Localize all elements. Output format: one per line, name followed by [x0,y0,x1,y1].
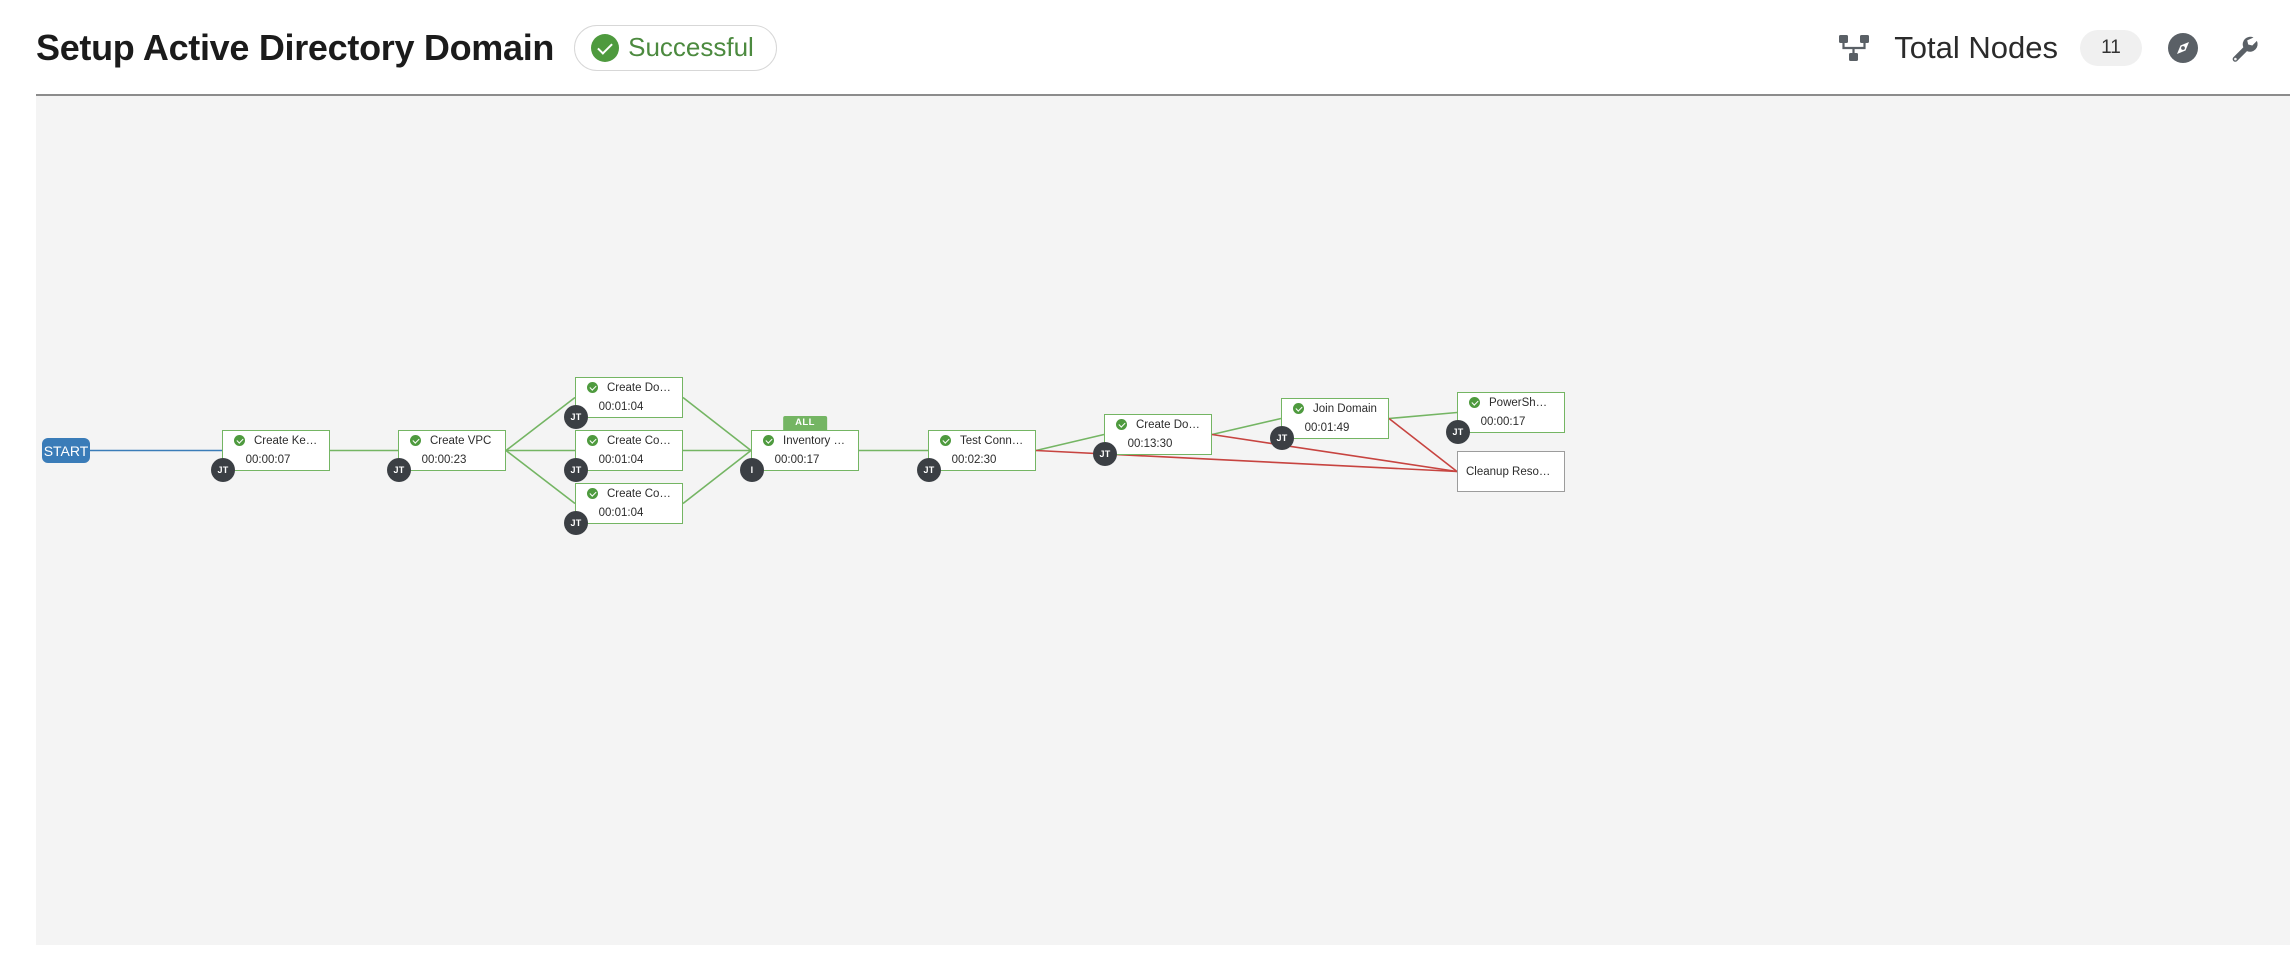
workflow-node-create-domain[interactable]: Create Domain 00:13:30 JT [1093,414,1212,466]
node-duration: 00:01:04 [598,507,644,519]
workflow-node-join-domain[interactable]: Join Domain 00:01:49 JT [1270,398,1389,450]
node-type-badge[interactable]: JT [211,458,235,482]
node-duration: 00:01:49 [1304,422,1350,434]
total-nodes-count-badge: 11 [2080,29,2142,66]
node-title: Create Computer (2) [607,487,671,500]
node-type-badge[interactable]: JT [564,405,588,429]
node-title-row: Create Computer (1) [576,431,682,450]
node-type-badge[interactable]: JT [1093,442,1117,466]
status-badge-label: Successful [628,32,754,62]
workflow-node-powershell-validation[interactable]: PowerShell Validation 00:00:17 JT [1446,392,1565,444]
node-title-row: Join Domain [1282,399,1388,418]
workflow-node-create-vpc[interactable]: Create VPC 00:00:23 JT [387,430,506,482]
node-duration: 00:00:17 [774,454,820,466]
node-title: Create Domain Contr... [607,381,671,394]
node-type-badge[interactable]: JT [917,458,941,482]
check-circle-icon [1293,403,1304,414]
node-duration: 00:01:04 [598,401,644,413]
node-type-badge[interactable]: JT [564,511,588,535]
check-circle-icon [1469,397,1480,408]
workflow-node-cleanup-resources[interactable]: Cleanup Resources [1457,451,1565,492]
check-circle-icon [940,435,951,446]
header-divider [36,94,2290,96]
app-header: Setup Active Directory Domain Successful… [0,0,2290,95]
check-circle-icon [591,33,620,62]
edge-failure-join-domain-cleanup-resources [1388,417,1458,473]
edge-success-join-domain-powershell-validation [1388,411,1458,420]
node-duration: 00:00:23 [421,454,467,466]
header-left-group: Setup Active Directory Domain Successful [36,24,777,71]
node-type-badge[interactable]: JT [387,458,411,482]
node-tag-all: ALL [783,416,827,430]
node-duration: 00:01:04 [598,454,644,466]
edge-success-create-vpc-create-domain-controller [505,396,576,452]
node-duration: 00:13:30 [1127,438,1173,450]
node-duration: 00:02:30 [951,454,997,466]
page-title: Setup Active Directory Domain [36,26,555,68]
edge-success-create-domain-controller-inventory-sync [682,396,752,452]
check-circle-icon [587,435,598,446]
workflow-node-create-domain-controller[interactable]: Create Domain Contr... 00:01:04 JT [564,377,683,429]
edge-success-create-domain-join-domain [1211,417,1282,436]
node-type-badge[interactable]: JT [564,458,588,482]
node-title: Test Connectivity [960,434,1024,447]
start-node[interactable]: START [42,438,90,463]
workflow-node-create-computer-1[interactable]: Create Computer (1) 00:01:04 JT [564,430,683,482]
node-title-row: Create VPC [399,431,505,450]
node-title-row: Create Computer (2) [576,484,682,503]
total-nodes-label: Total Nodes [1894,29,2058,65]
check-circle-icon [1116,419,1127,430]
edge-success-create-computer-2-inventory-sync [682,449,752,505]
edge-success-create-vpc-create-computer-2 [505,449,576,505]
node-title-row: PowerShell Validation [1458,393,1564,412]
node-title-row: Test Connectivity [929,431,1035,450]
check-circle-icon [763,435,774,446]
workflow-node-create-keypair[interactable]: Create Keypair 00:00:07 JT [211,430,330,482]
node-title: Cleanup Resources [1466,465,1556,478]
node-title-row: Create Keypair [223,431,329,450]
compass-icon[interactable] [2164,29,2202,67]
node-title-row: Create Domain Contr... [576,378,682,397]
node-title: PowerShell Validation [1489,396,1553,409]
node-type-badge[interactable]: I [740,458,764,482]
node-title-row: Cleanup Resources [1458,461,1564,483]
node-title: Create Keypair [254,434,318,447]
check-circle-icon [587,488,598,499]
header-right-group: Total Nodes 11 [1838,0,2262,95]
node-type-badge[interactable]: JT [1270,426,1294,450]
node-duration: 00:00:17 [1480,416,1526,428]
node-duration: 00:00:07 [245,454,291,466]
node-title: Create VPC [430,434,492,447]
node-title-row: Create Domain [1105,415,1211,434]
workflow-node-inventory-sync[interactable]: ALL Inventory Sync 00:00:17 I [740,416,859,482]
edge-layer [90,396,1458,505]
node-title: Create Computer (1) [607,434,671,447]
node-type-badge[interactable]: JT [1446,420,1470,444]
workflow-node-test-connectivity[interactable]: Test Connectivity 00:02:30 JT [917,430,1036,482]
node-title: Create Domain [1136,418,1200,431]
check-circle-icon [234,435,245,446]
wrench-icon[interactable] [2224,29,2262,67]
check-circle-icon [410,435,421,446]
node-title: Inventory Sync [783,434,847,447]
start-node-label: START [43,442,89,459]
hierarchy-icon[interactable] [1838,33,1872,63]
edge-success-test-connectivity-create-domain [1035,433,1105,452]
node-title: Join Domain [1313,402,1377,415]
check-circle-icon [587,382,598,393]
workflow-node-create-computer-2[interactable]: Create Computer (2) 00:01:04 JT [564,483,683,535]
node-title-row: Inventory Sync [752,431,858,450]
edge-failure-create-domain-cleanup-resources [1211,433,1458,473]
status-badge: Successful [574,24,777,71]
